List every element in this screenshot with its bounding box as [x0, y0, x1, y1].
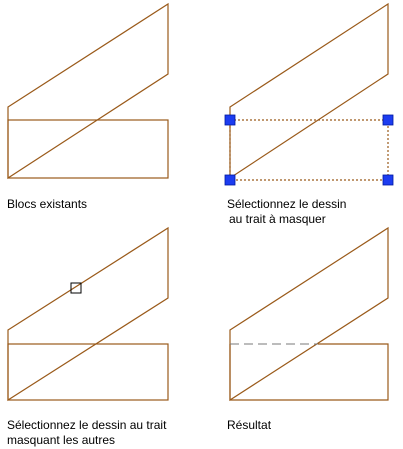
caption-line: Sélectionnez le dessin au trait: [7, 418, 167, 432]
selected-rectangle-block: [229, 119, 389, 181]
parallelogram-block: [7, 2, 169, 180]
caption-line: au trait à masquer: [229, 212, 326, 226]
grip-icon: [382, 114, 394, 126]
panel-result: [229, 226, 389, 402]
panel-select-hiding: [7, 226, 169, 402]
panel-select-hidden: [224, 2, 394, 186]
parallelogram-block: [229, 2, 389, 180]
caption-line: Blocs existants: [7, 197, 88, 211]
grip-icon: [382, 174, 394, 186]
caption-line: Sélectionnez le dessin: [227, 197, 347, 211]
parallelogram-block: [229, 226, 389, 402]
caption-line: Résultat: [227, 418, 272, 432]
grip-icon: [224, 174, 236, 186]
grip-icon: [224, 114, 236, 126]
caption-select-hiding: Sélectionnez le dessin au trait masquant…: [7, 418, 166, 448]
caption-result: Résultat: [227, 418, 271, 433]
caption-line: masquant les autres: [7, 433, 116, 447]
caption-existing-blocks: Blocs existants: [7, 197, 87, 212]
caption-select-hidden: Sélectionnez le dessin au trait à masque…: [227, 197, 346, 227]
parallelogram-block: [7, 226, 169, 402]
visible-rectangle-edges: [229, 343, 389, 401]
rectangle-block: [7, 343, 169, 401]
panel-existing-blocks: [7, 2, 169, 180]
pick-box-icon: [70, 282, 82, 294]
rectangle-block: [7, 119, 169, 179]
